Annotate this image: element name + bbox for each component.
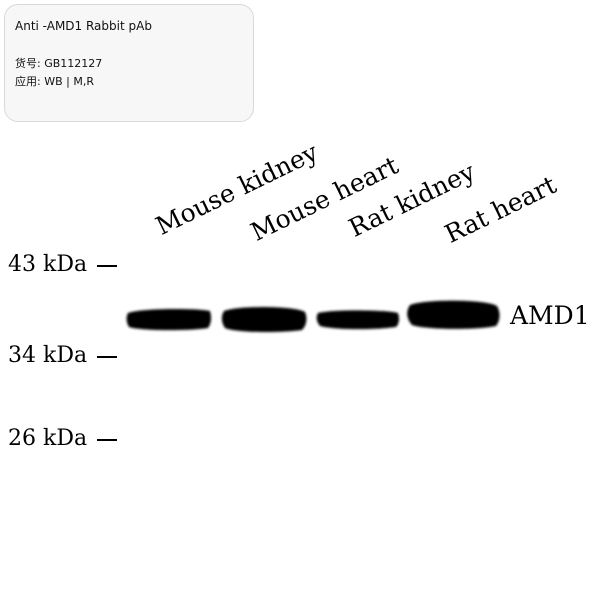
band-rat-heart [407, 300, 500, 329]
band-mouse-heart [221, 306, 307, 333]
product-info-card: Anti -AMD1 Rabbit pAb 货号: GB112127 应用: W… [4, 4, 254, 122]
application-label: 应用: [15, 75, 41, 88]
marker-43kda: 43 kDa [8, 252, 88, 277]
band-rat-kidney [316, 310, 400, 330]
band-label-amd1: AMD1 [510, 301, 590, 330]
band-mouse-kidney [126, 308, 212, 331]
catalog-number: GB112127 [44, 57, 103, 70]
catalog-label: 货号: [15, 57, 41, 70]
marker-26kda-tick [97, 439, 117, 441]
marker-43kda-tick [97, 265, 117, 267]
catalog-row: 货号: GB112127 [15, 55, 102, 71]
marker-34kda: 34 kDa [8, 343, 88, 368]
application-row: 应用: WB | M,R [15, 73, 94, 89]
application-value: WB | M,R [44, 75, 94, 88]
marker-26kda: 26 kDa [8, 426, 88, 451]
marker-34kda-tick [97, 356, 117, 358]
product-name: Anti -AMD1 Rabbit pAb [15, 19, 152, 33]
